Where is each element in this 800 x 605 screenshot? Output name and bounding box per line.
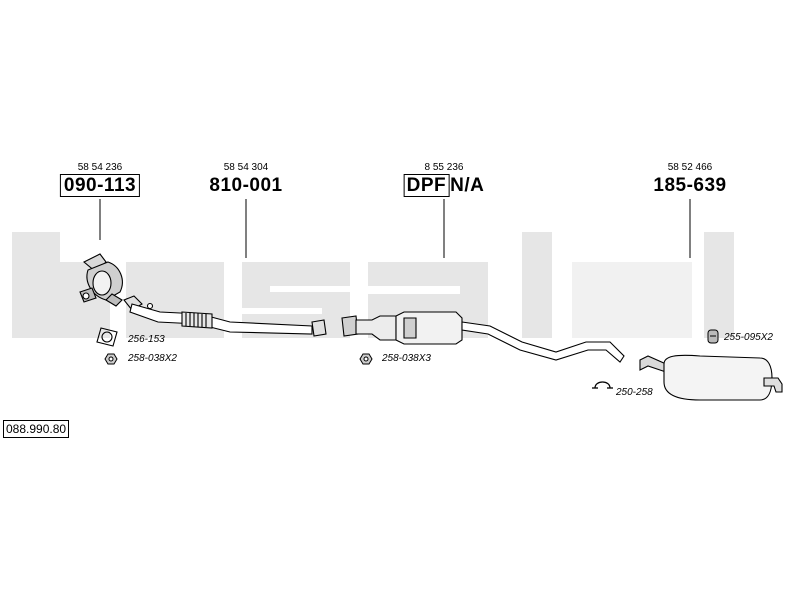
dpf-pipe-drawing	[341, 311, 625, 363]
gasket-icon	[96, 327, 118, 347]
dpf-number: N/A	[450, 175, 485, 196]
leader-lines	[99, 199, 691, 258]
front-pipe-drawing	[123, 295, 327, 337]
part-number-text: 090-113	[59, 174, 141, 197]
part-number-185-639[interactable]: 185-639	[653, 175, 727, 196]
part-ref-58-54-236: 58 54 236	[77, 162, 123, 173]
watermark-letter-extra	[572, 262, 692, 338]
watermark-bar-right	[704, 232, 734, 338]
accessory-code-258-038x2[interactable]: 258-038X2	[128, 353, 177, 364]
watermark-letter-s	[242, 262, 350, 338]
watermark-letter-l	[522, 232, 552, 338]
watermark-letter-b	[12, 232, 110, 338]
part-number-090-113[interactable]: 090-113	[59, 174, 141, 197]
clamp-icon	[592, 381, 613, 389]
accessory-code-250-258[interactable]: 250-258	[616, 387, 653, 398]
accessory-code-258-038x3[interactable]: 258-038X3	[382, 353, 431, 364]
part-ref-58-52-466: 58 52 466	[667, 162, 713, 173]
part-ref-58-54-304: 58 54 304	[223, 162, 269, 173]
dpf-tag: DPF	[403, 174, 450, 197]
rubber-mount-icon	[707, 329, 719, 344]
accessory-code-256-153[interactable]: 256-153	[128, 334, 165, 345]
rear-silencer-drawing	[639, 354, 783, 401]
part-ref-8-55-236: 8 55 236	[424, 162, 464, 173]
nut-icon	[359, 353, 373, 365]
catalytic-converter-drawing	[79, 253, 123, 307]
nut-icon	[104, 353, 118, 365]
catalog-number: 088.990.80	[3, 420, 70, 438]
accessory-code-255-095x2[interactable]: 255-095X2	[724, 332, 773, 343]
part-number-810-001[interactable]: 810-001	[209, 175, 283, 196]
